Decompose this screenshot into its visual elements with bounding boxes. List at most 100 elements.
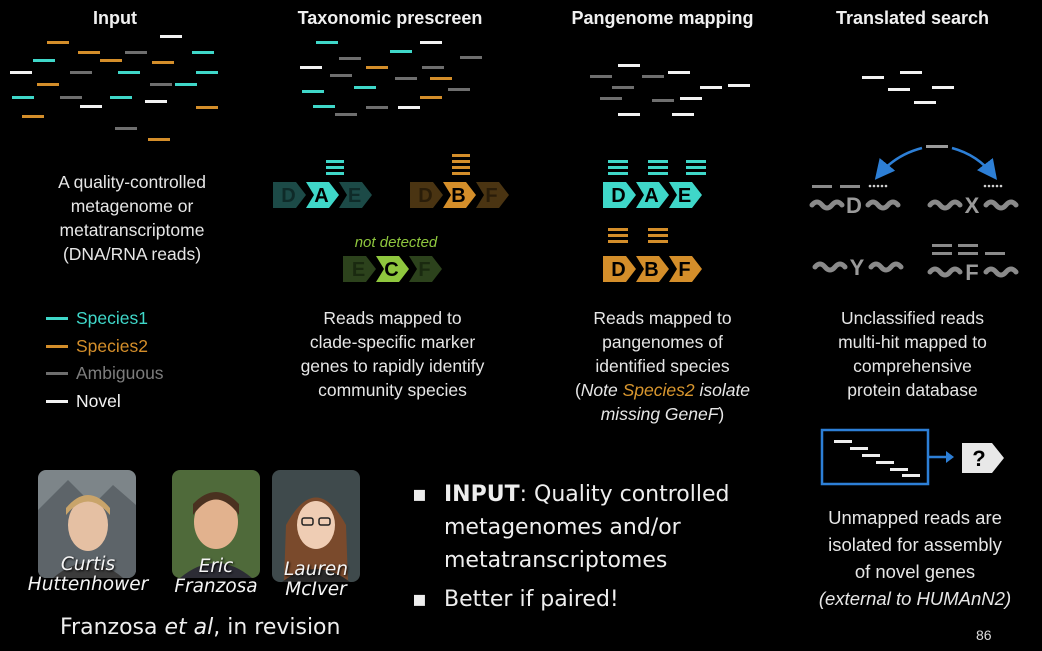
marker-read: [452, 166, 470, 169]
unmapped-read: [862, 454, 880, 457]
marker-read: [326, 172, 344, 175]
gene-block: [273, 182, 306, 208]
mapped-read: [608, 228, 628, 231]
not-detected-label: not detected: [355, 234, 438, 251]
bullet-text: : Quality controlled metagenomes and/or …: [444, 482, 730, 573]
gene-block: [443, 182, 476, 208]
input-read: [78, 51, 100, 54]
input-description: A quality-controlled metagenome or metat…: [12, 170, 252, 266]
pangenome-read: [728, 84, 750, 87]
input-read: [80, 105, 102, 108]
prescreen-read: [395, 77, 417, 80]
input-read: [160, 35, 182, 38]
dot: [872, 184, 876, 188]
input-read: [22, 115, 44, 118]
legend-label: Species2: [76, 335, 148, 356]
translated-desc-line: comprehensive: [853, 356, 972, 376]
gene-block: [306, 182, 339, 208]
pangenome-read: [668, 71, 690, 74]
prescreen-desc-line: Reads mapped to: [323, 308, 462, 328]
pangenome-read: [618, 113, 640, 116]
mapped-read: [608, 240, 628, 243]
pangenome-reads: [590, 64, 750, 116]
gene-block: [376, 256, 409, 282]
unmapped-read: [876, 461, 894, 464]
pangenome-read: [652, 99, 674, 102]
pangenome-desc-line: pangenomes of: [602, 332, 723, 352]
prescreen-read: [302, 90, 324, 93]
protein-squiggle: [809, 199, 845, 211]
bullet-square-icon: ▪: [412, 482, 427, 507]
translated-desc-line: Unclassified reads: [841, 308, 984, 328]
citation-italic: et al: [164, 615, 214, 640]
protein-read: [932, 244, 952, 247]
hit-arrow-right-icon: [951, 146, 998, 180]
marker-read: [326, 160, 344, 163]
input-read: [196, 106, 218, 109]
prescreen-read: [422, 66, 444, 69]
assembly-arrowhead-icon: [946, 451, 954, 463]
citation: Franzosa et al, in revision: [60, 615, 340, 640]
legend-item: Species1: [46, 305, 164, 333]
input-read: [70, 71, 92, 74]
input-read: [148, 138, 170, 141]
page-number: 86: [976, 627, 992, 643]
pangenome-desc-line: Reads mapped to: [593, 308, 732, 328]
gene-block: [603, 182, 636, 208]
name-curtis-huttenhower: Curtis Huttenhower: [22, 555, 154, 595]
input-read: [110, 96, 132, 99]
translated-desc-line: protein database: [847, 380, 978, 400]
input-read: [60, 96, 82, 99]
unmapped-description: Unmapped reads are isolated for assembly…: [790, 504, 1040, 612]
gene-letter: B: [644, 259, 658, 281]
mapped-read: [648, 234, 668, 237]
prescreen-read: [335, 113, 357, 116]
gene-block: [409, 256, 442, 282]
dot: [983, 184, 987, 188]
unmapped-read: [834, 440, 852, 443]
novel-gene-icon: [962, 443, 1004, 473]
translated-description: Unclassified reads multi-hit mapped to c…: [805, 306, 1020, 402]
gene-block: [669, 256, 702, 282]
person-last-name: Franzosa: [174, 576, 258, 597]
mapped-read: [686, 166, 706, 169]
dot: [995, 184, 999, 188]
gene-letter: F: [485, 185, 497, 207]
input-reads: [10, 35, 218, 141]
marker-read: [452, 172, 470, 175]
mapped-read: [648, 172, 668, 175]
gene-block: [636, 256, 669, 282]
protein-read: [958, 244, 978, 247]
legend-item: Ambiguous: [46, 360, 164, 388]
hit-arrow-left-icon: [874, 146, 923, 180]
gene-letter: E: [348, 185, 361, 207]
protein-read: [932, 252, 952, 255]
input-read: [192, 51, 214, 54]
dot: [868, 184, 872, 188]
pangenome-note-line2: missing GeneF): [600, 404, 725, 424]
gene-block: [636, 182, 669, 208]
unmapped-read: [890, 468, 908, 471]
protein-letter: Y: [850, 255, 865, 280]
person-last-name: McIver: [285, 579, 347, 600]
input-read: [125, 51, 147, 54]
unmapped-reads-box: ?: [820, 428, 1004, 486]
gene-letter: D: [418, 185, 432, 207]
dot: [991, 184, 995, 188]
input-read: [37, 83, 59, 86]
unmapped-read: [902, 474, 920, 477]
marker-read: [326, 166, 344, 169]
prescreen-read: [420, 96, 442, 99]
translated-read: [862, 76, 884, 79]
gene-letter: B: [451, 185, 465, 207]
prescreen-read: [330, 74, 352, 77]
gene-letter: A: [314, 185, 328, 207]
prescreen-read: [398, 106, 420, 109]
protein-letter: F: [965, 260, 978, 285]
unmapped-desc-line: of novel genes: [854, 561, 976, 582]
prescreen-read: [460, 56, 482, 59]
translated-read: [914, 101, 936, 104]
